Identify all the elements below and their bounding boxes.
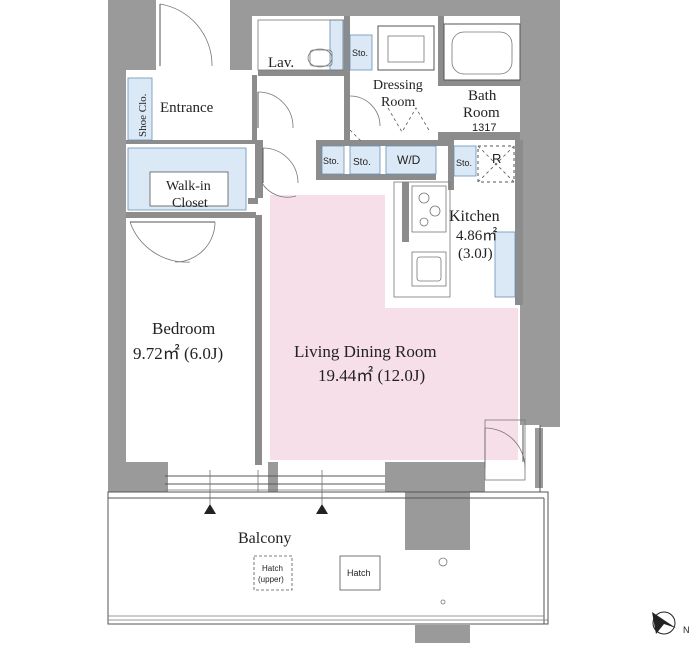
refrigerator-label: R [492,151,501,166]
shoe-closet-label: Shoe Clo. [137,93,149,137]
entry-arrow-icon [316,504,328,514]
bedroom-area-label: 9.72㎡ (6.0J) [133,344,223,363]
living-dining-label: Living Dining Room [294,342,437,361]
storage-hall-1 [321,145,345,175]
dressing-room-label: Dressing [373,78,423,93]
kitchen-jo-label: (3.0J) [458,246,493,262]
hatch-upper-label: (upper) [258,575,284,584]
storage-hall-2 [349,145,381,175]
shoe-closet [127,77,153,141]
dressing-room-label: Room [381,95,415,110]
hatch-upper [253,555,293,591]
storage-label: Sto. [353,157,371,168]
bath-room-label: Room [463,105,500,121]
storage-kitchen [453,145,477,177]
hatch [339,555,381,591]
bath-room-label: Bath [468,88,497,104]
entry-arrow-icon [204,504,216,514]
wall-left [108,0,126,492]
kitchen-area-label: 4.86㎡ [456,227,497,244]
hatch-upper-label: Hatch [262,564,283,573]
washer-dryer-label: W/D [397,153,421,167]
bedroom-label: Bedroom [152,319,215,338]
kitchen-cabinet-tall [494,231,516,298]
storage-label: Sto. [323,156,339,166]
walkin-closet-label: Walk-in [166,179,211,194]
entrance-label: Entrance [160,100,214,116]
living-dining-area-label: 19.44㎡ (12.0J) [318,366,425,385]
storage-label: Sto. [456,158,472,168]
lavatory-label: Lav. [268,55,294,71]
balcony-label: Balcony [238,530,291,547]
compass-north-label: N [683,625,690,635]
bath-size-label: 1317 [472,122,496,134]
storage-label: Sto. [352,48,368,58]
walkin-closet-label: Closet [172,196,208,211]
kitchen-label: Kitchen [449,208,500,225]
washer-dryer-space [385,145,437,175]
north-compass-icon: N [652,611,690,635]
hatch-label: Hatch [347,568,371,578]
wall-top [252,0,538,16]
balcony-area [107,491,549,625]
storage-lav [349,34,373,71]
column-bottom [405,490,470,550]
